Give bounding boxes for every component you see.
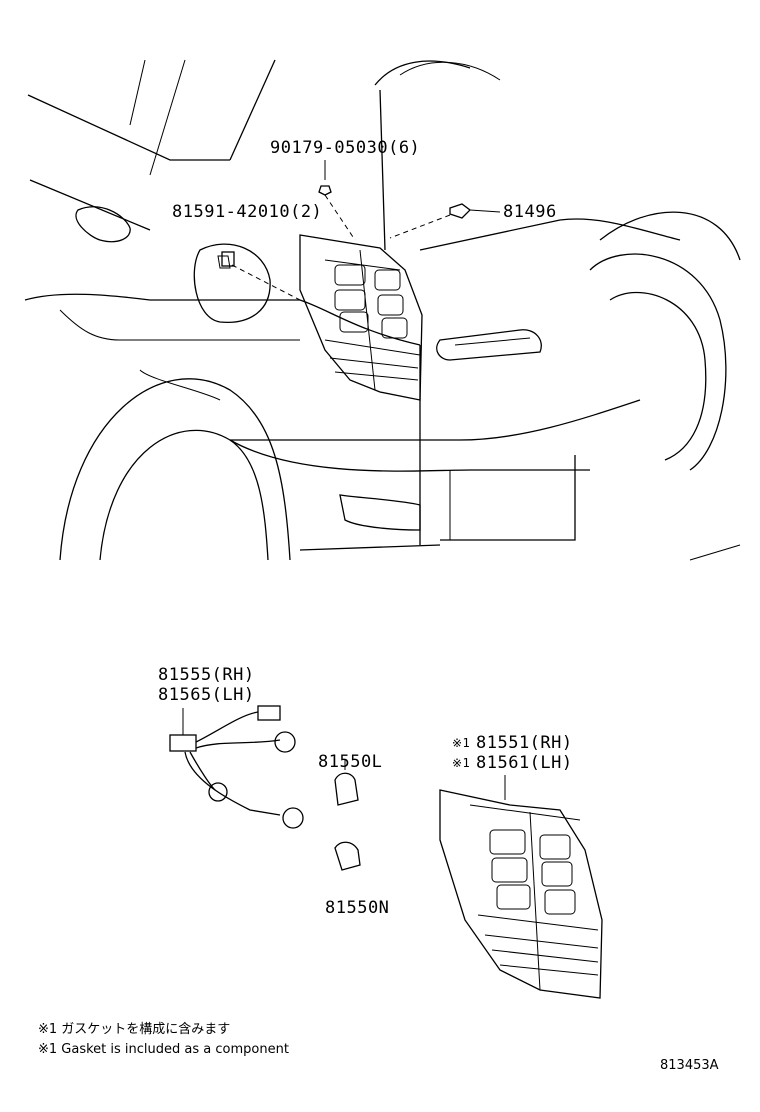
tail-lamp-assembly-icon [439,775,603,999]
label-bulb-l: 81550L [318,752,383,772]
label-wire-lh: 81565(LH) [158,685,255,705]
vehicle-rear-quarter-illustration [24,59,741,561]
bolt-icon [318,185,332,196]
bulb-icon [334,760,359,806]
clip-icon [221,251,235,267]
wire-harness-icon [169,705,304,829]
lamp-lh-mark: ※1 [452,756,471,770]
socket-icon [449,203,501,219]
label-bolt-part-number: 90179-05030(6) [270,138,421,158]
note-japanese: ※1 ガスケットを構成に含みます [38,1022,231,1037]
bulb-icon [334,841,361,871]
note-english: ※1 Gasket is included as a component [38,1042,289,1057]
label-wire-rh: 81555(RH) [158,665,255,685]
diagram-id: 813453A [660,1058,719,1073]
label-lamp-rh: 81551(RH) [476,733,573,753]
label-socket-part-number: 81496 [503,202,557,222]
lamp-rh-mark: ※1 [452,736,471,750]
lamp-cell-pattern [334,264,408,339]
label-clip-part-number: 81591-42010(2) [172,202,323,222]
label-bulb-n: 81550N [325,898,390,918]
label-lamp-lh: 81561(LH) [476,753,573,773]
